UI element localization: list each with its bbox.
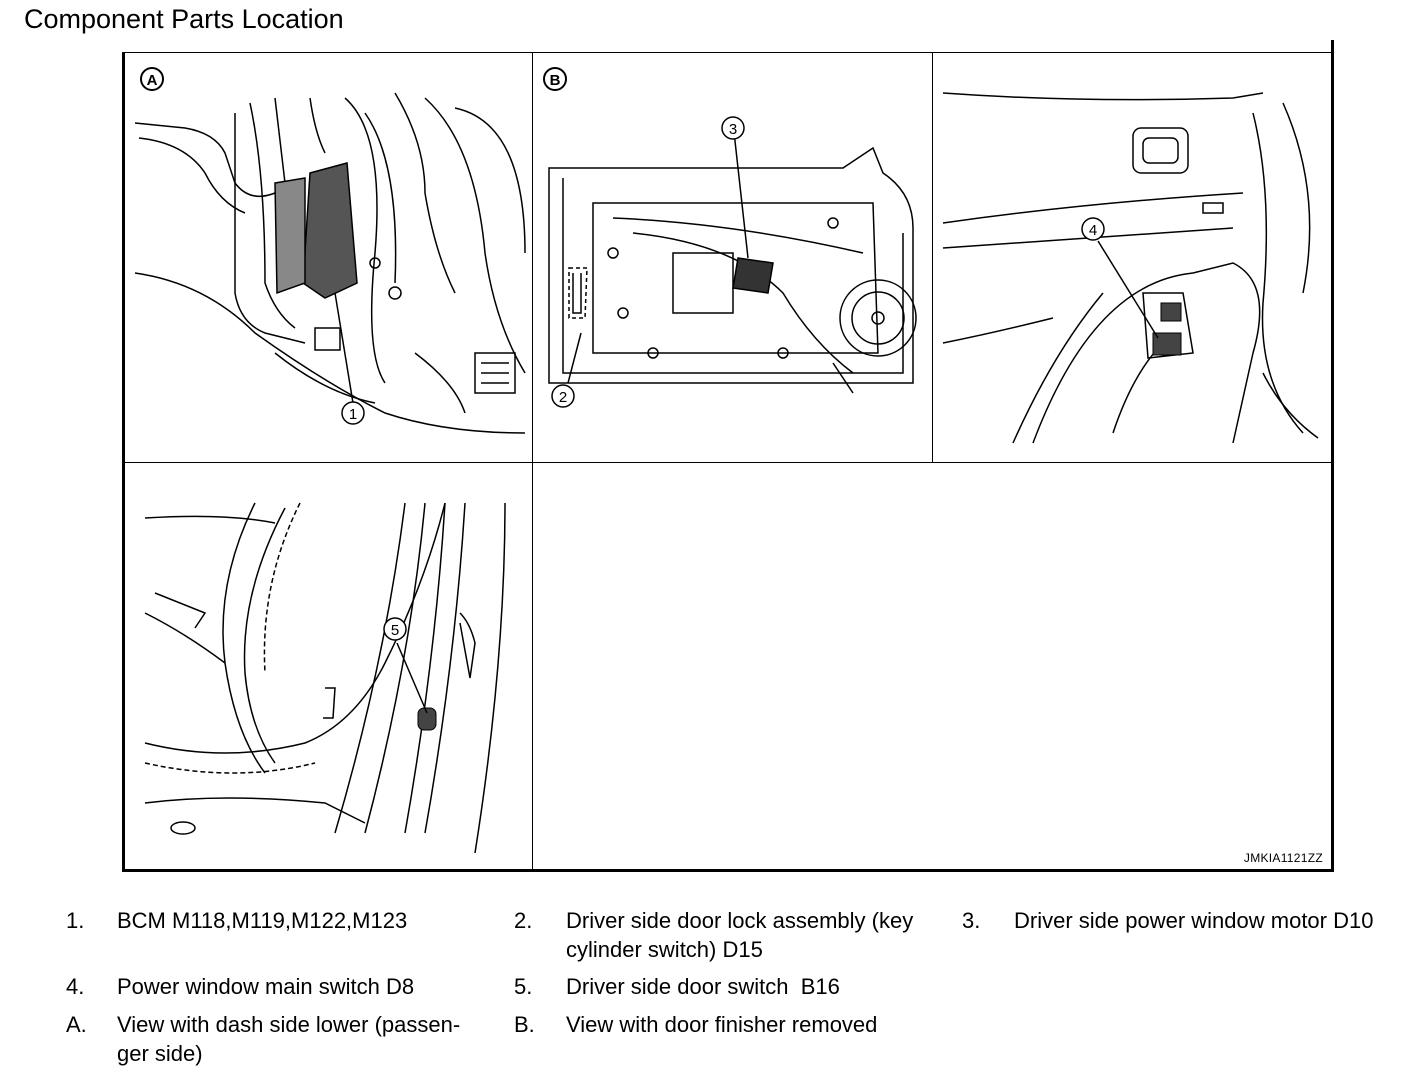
diagram-frame: A 1	[122, 52, 1334, 872]
seat-sill-illustration	[144, 502, 506, 854]
legend-number: 4.	[66, 974, 85, 999]
panel-switch-view: 4	[933, 53, 1331, 463]
figure-reference-code: JMKIA1121ZZ	[1243, 851, 1323, 865]
panel-view-a: A 1	[125, 53, 533, 463]
armrest-switch-illustration	[942, 92, 1319, 444]
legend-number: A.	[66, 1012, 87, 1037]
legend-text: Driver side power window motor D10	[1014, 908, 1374, 933]
dash-side-illustration	[134, 92, 526, 434]
legend-number: 1.	[66, 908, 85, 933]
legend-text: Driver side door lock assembly (key	[566, 908, 914, 933]
legend-number: B.	[514, 1012, 535, 1037]
legend-number: 5.	[514, 974, 533, 999]
legend-text-continued: cylinder switch) D15	[566, 937, 763, 962]
panel-view-b: B 3 2	[533, 53, 933, 463]
legend-text-continued: ger side)	[117, 1041, 203, 1066]
legend-text: BCM M118,M119,M122,M123	[117, 908, 408, 933]
legend-number: 3.	[962, 908, 981, 933]
door-panel-illustration	[548, 122, 917, 394]
frame-corner	[1331, 40, 1334, 54]
legend-text: View with dash side lower (passen-	[117, 1012, 461, 1037]
legend-text: Driver side door switch B16	[566, 974, 840, 999]
legend-number: 2.	[514, 908, 533, 933]
legend-text: Power window main switch D8	[117, 974, 415, 999]
panel-door-switch-view: 5	[125, 463, 533, 870]
page-title: Component Parts Location	[24, 4, 344, 34]
legend-text: View with door finisher removed	[566, 1012, 878, 1037]
